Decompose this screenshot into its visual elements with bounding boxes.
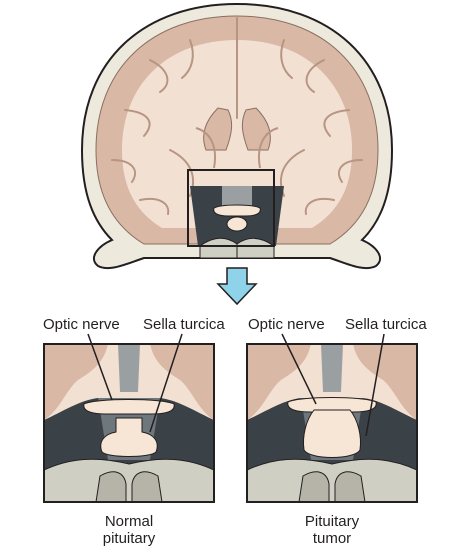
pituitary-tumor xyxy=(303,409,361,458)
caption-line: Normal xyxy=(104,513,154,530)
optic-nerve-label-right: Optic nerve xyxy=(248,316,325,333)
brain-coronal-section xyxy=(80,2,394,270)
normal-pituitary-caption: Normal pituitary xyxy=(84,513,174,547)
white-matter xyxy=(122,40,352,228)
down-arrow xyxy=(216,267,258,306)
leader-sella-right xyxy=(365,333,385,437)
optic-nerve xyxy=(83,399,175,415)
sella-turcica-label-left: Sella turcica xyxy=(143,316,225,333)
leader-sella-left xyxy=(149,333,183,433)
lateral-ventricles xyxy=(203,107,271,151)
caption-line: pituitary xyxy=(102,530,156,547)
caption-line: Pituitary xyxy=(304,513,360,530)
leader-optic-left xyxy=(87,333,113,401)
optic-nerve xyxy=(287,397,377,413)
caption-line: tumor xyxy=(312,530,352,547)
optic-chiasm xyxy=(213,204,261,217)
pituitary-gland xyxy=(100,417,158,457)
leader-optic-right xyxy=(281,333,317,405)
pituitary-tumor-caption: Pituitary tumor xyxy=(287,513,377,547)
sella-turcica-label-right: Sella turcica xyxy=(345,316,427,333)
normal-pituitary-panel xyxy=(43,333,215,503)
pituitary-tumor-panel xyxy=(246,333,418,503)
optic-nerve-label-left: Optic nerve xyxy=(43,316,120,333)
detail-box xyxy=(187,169,275,247)
